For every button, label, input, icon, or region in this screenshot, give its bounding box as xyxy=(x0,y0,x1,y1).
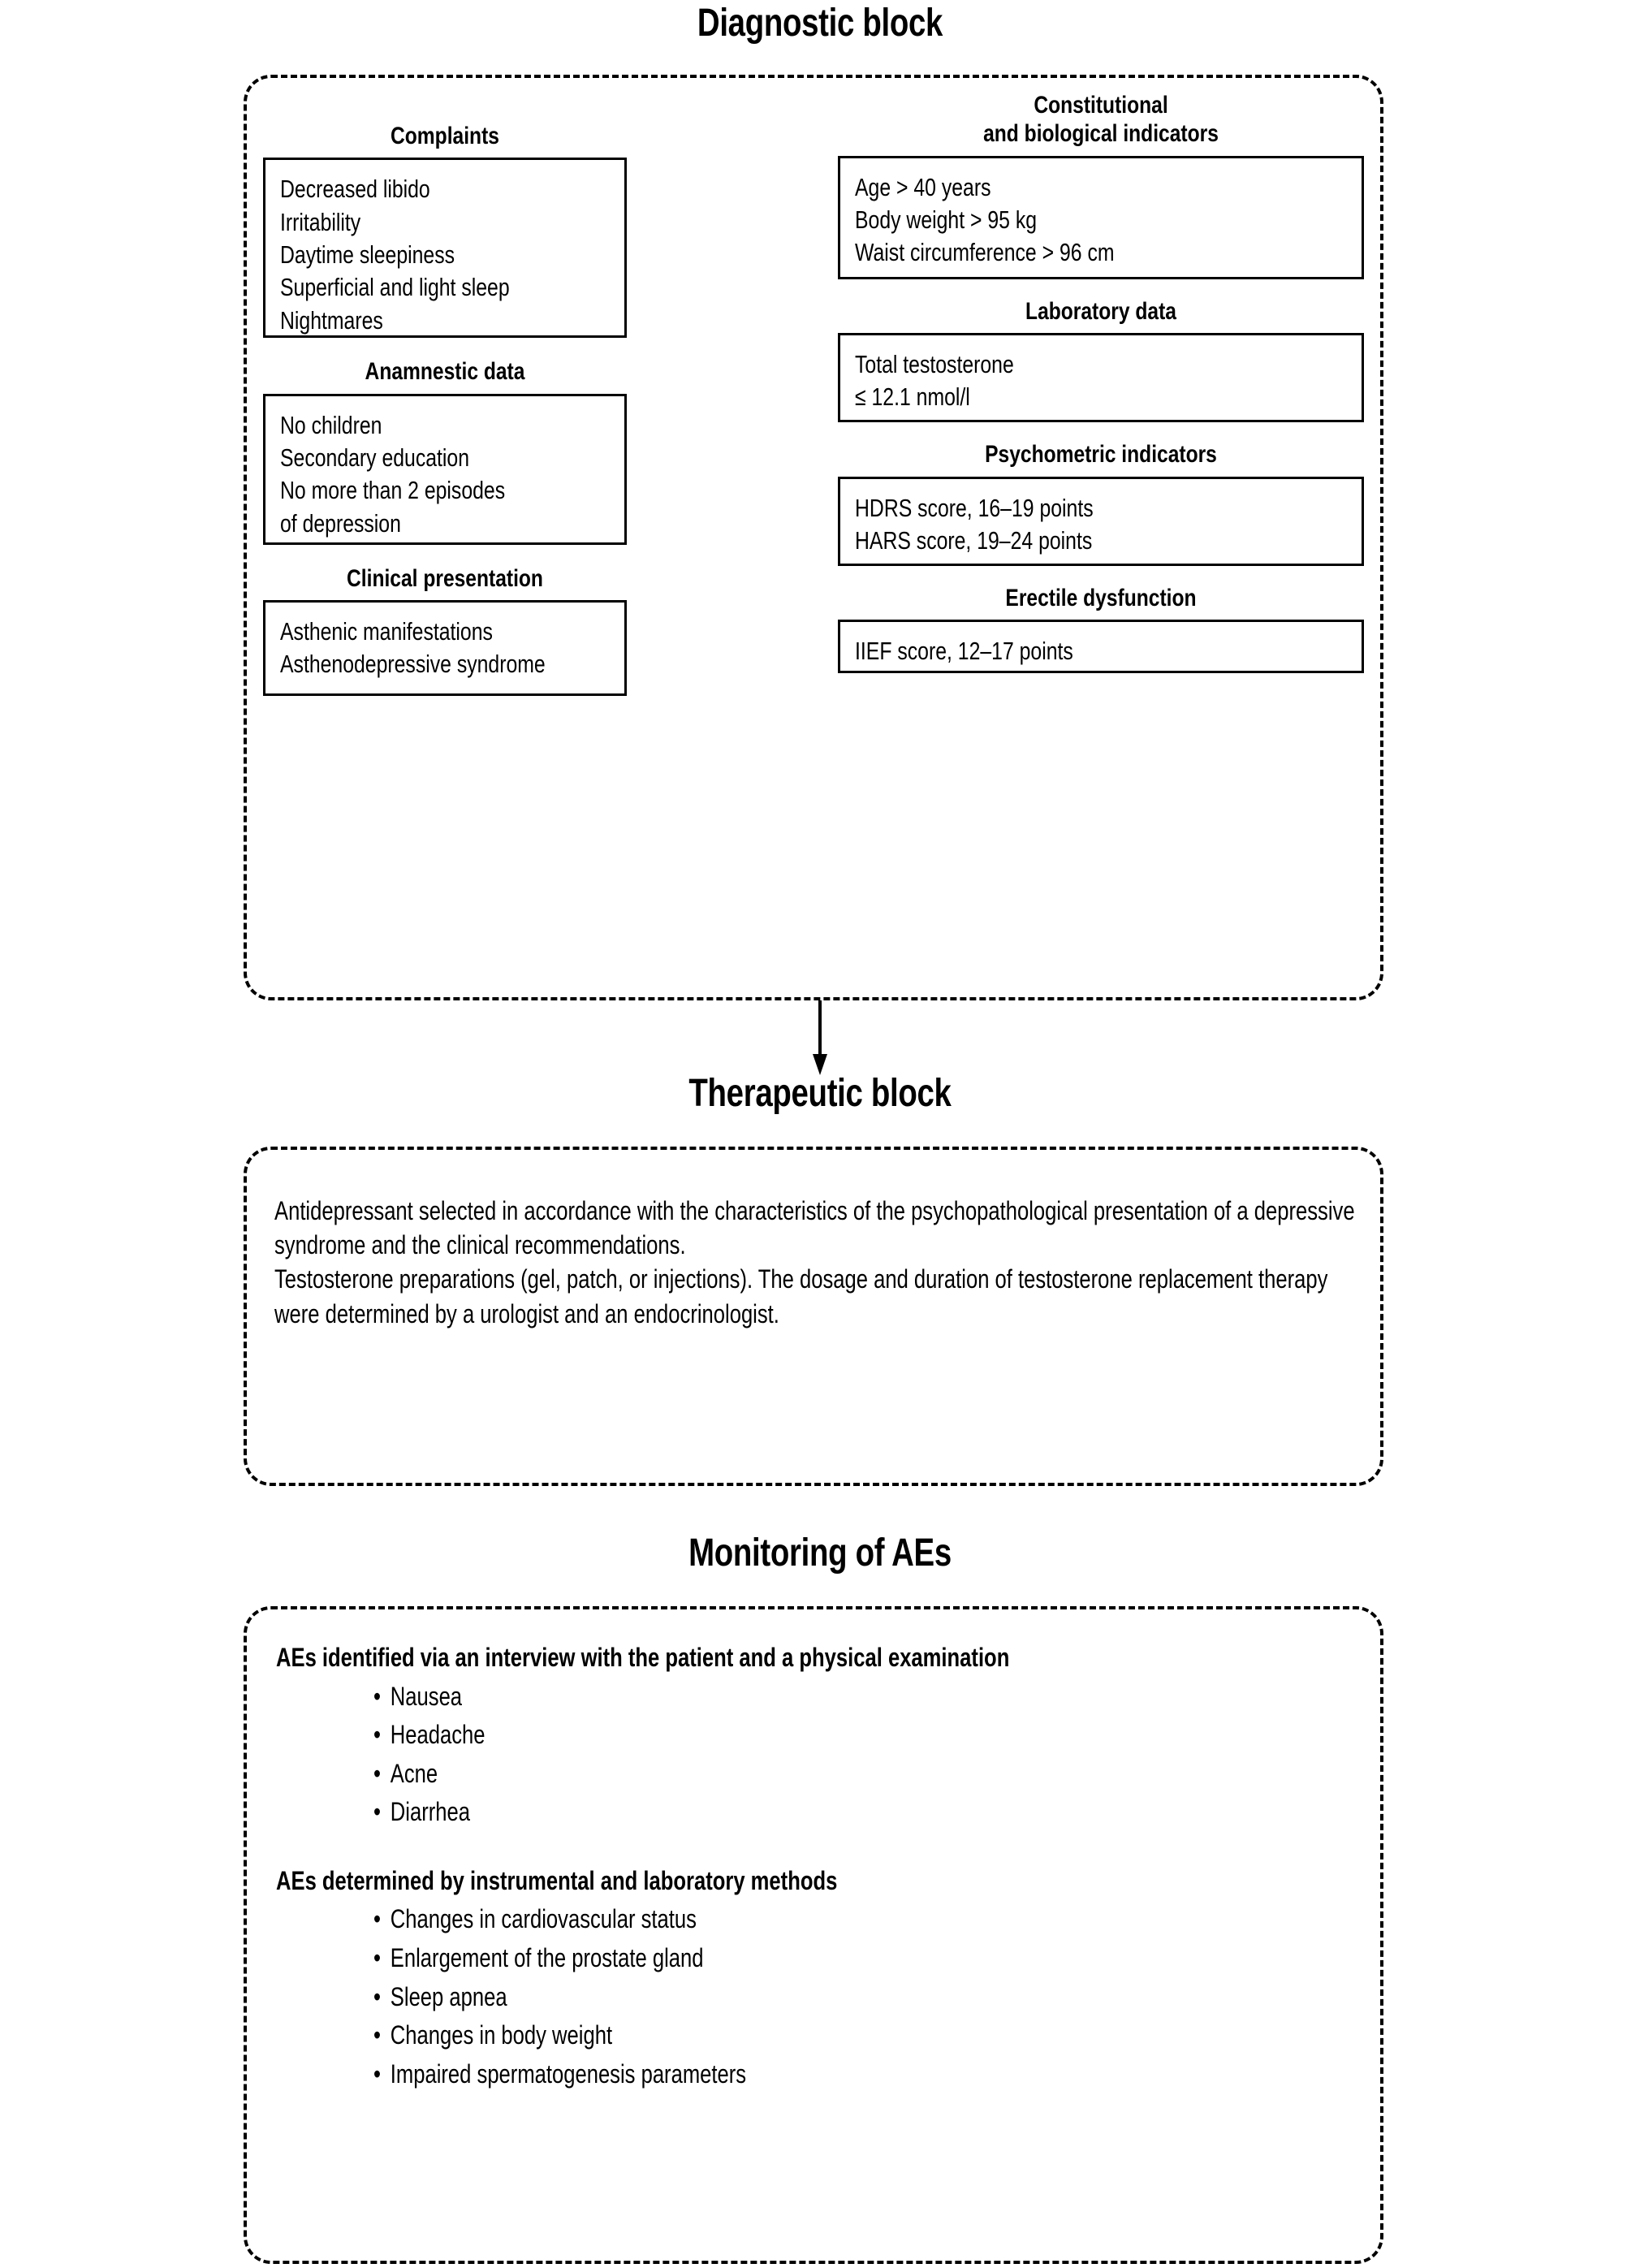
therapeutic-block-container xyxy=(244,1147,1383,1486)
therapeutic-body: Antidepressant selected in accordance wi… xyxy=(274,1194,1362,1331)
group-erectile-dysfunction: Erectile dysfunction IIEF score, 12–17 p… xyxy=(838,584,1364,673)
ae-heading-interview: AEs identified via an interview with the… xyxy=(276,1643,1010,1672)
box-psychometric-indicators: HDRS score, 16–19 points HARS score, 19–… xyxy=(838,476,1364,566)
group-label-psychometric-indicators: Psychometric indicators xyxy=(985,441,1217,469)
ae-group-instrumental: AEs determined by instrumental and labor… xyxy=(276,1864,1364,2092)
monitoring-body: AEs identified via an interview with the… xyxy=(276,1640,1364,2091)
list-item-label: Sleep apnea xyxy=(390,1981,507,2011)
bullet-icon: • xyxy=(373,2058,381,2089)
complaints-item: Superficial and light sleep xyxy=(280,273,510,302)
ae-group-interview: AEs identified via an interview with the… xyxy=(276,1640,1364,1830)
complaints-item: Irritability xyxy=(280,207,361,236)
group-constitutional-indicators: Constitutional and biological indicators… xyxy=(838,91,1364,279)
list-item: • Headache xyxy=(373,1718,1364,1752)
list-item: • Enlargement of the prostate gland xyxy=(373,1942,1364,1976)
box-laboratory-data: Total testosterone ≤ 12.1 nmol/l xyxy=(838,333,1364,423)
monitoring-block-container xyxy=(244,1606,1383,2264)
page-title-monitoring-of-aes: Monitoring of AEs xyxy=(688,1531,952,1575)
laboratory-item: ≤ 12.1 nmol/l xyxy=(855,382,970,412)
down-arrow-icon xyxy=(813,1000,827,1075)
list-item-label: Diarrhea xyxy=(390,1797,470,1827)
list-item: • Diarrhea xyxy=(373,1795,1364,1830)
group-label-constitutional-indicators: Constitutional and biological indicators xyxy=(983,92,1219,148)
anamnestic-item: No more than 2 episodes xyxy=(280,476,506,505)
group-label-laboratory-data: Laboratory data xyxy=(1025,297,1176,325)
ae-list-instrumental: • Changes in cardiovascular status • Enlar… xyxy=(276,1903,1364,2091)
complaints-item: Nightmares xyxy=(280,305,383,335)
list-item: • Changes in body weight xyxy=(373,2019,1364,2053)
anamnestic-item: No children xyxy=(280,410,382,439)
group-label-complaints: Complaints xyxy=(391,123,499,149)
box-clinical-presentation: Asthenic manifestations Asthenodepressiv… xyxy=(263,600,627,697)
therapeutic-paragraph: Antidepressant selected in accordance wi… xyxy=(274,1196,1355,1260)
bullet-icon: • xyxy=(373,2020,381,2050)
bullet-icon: • xyxy=(373,1943,381,1973)
list-item-label: Impaired spermatogenesis parameters xyxy=(390,2058,747,2089)
bullet-icon: • xyxy=(373,1904,381,1934)
erectile-item: IIEF score, 12–17 points xyxy=(855,636,1073,665)
box-complaints: Decreased libido Irritability Daytime sl… xyxy=(263,158,627,339)
diagnostic-right-column: Constitutional and biological indicators… xyxy=(838,91,1364,673)
psychometric-item: HARS score, 19–24 points xyxy=(855,525,1093,555)
page-title-therapeutic-block: Therapeutic block xyxy=(688,1072,952,1115)
group-complaints: Complaints Decreased libido Irritability… xyxy=(263,122,627,339)
list-item: • Impaired spermatogenesis parameters xyxy=(373,2058,1364,2092)
bullet-icon: • xyxy=(373,1681,381,1711)
group-clinical-presentation: Clinical presentation Asthenic manifesta… xyxy=(263,564,627,697)
diagnostic-left-column: Complaints Decreased libido Irritability… xyxy=(263,122,627,697)
list-item: • Nausea xyxy=(373,1680,1364,1714)
bullet-icon: • xyxy=(373,1797,381,1827)
group-label-erectile-dysfunction: Erectile dysfunction xyxy=(1005,584,1197,611)
constitutional-item: Age > 40 years xyxy=(855,172,991,201)
box-erectile-dysfunction: IIEF score, 12–17 points xyxy=(838,619,1364,673)
box-constitutional-indicators: Age > 40 years Body weight > 95 kg Waist… xyxy=(838,155,1364,279)
group-anamnestic-data: Anamnestic data No children Secondary ed… xyxy=(263,357,627,545)
list-item: • Acne xyxy=(373,1757,1364,1791)
list-item: • Changes in cardiovascular status xyxy=(373,1903,1364,1937)
page-title-diagnostic-block: Diagnostic block xyxy=(697,2,943,45)
constitutional-item: Waist circumference > 96 cm xyxy=(855,238,1115,267)
ae-list-interview: • Nausea • Headache • Acne • Diarrhea xyxy=(276,1680,1364,1830)
list-item-label: Headache xyxy=(390,1720,486,1750)
anamnestic-item: of depression xyxy=(280,508,401,538)
list-item-label: Changes in body weight xyxy=(390,2020,613,2050)
clinical-item: Asthenodepressive syndrome xyxy=(280,650,546,679)
bullet-icon: • xyxy=(373,1758,381,1788)
group-laboratory-data: Laboratory data Total testosterone ≤ 12.… xyxy=(838,297,1364,423)
complaints-item: Decreased libido xyxy=(280,175,430,204)
complaints-item: Daytime sleepiness xyxy=(280,240,455,269)
list-item-label: Acne xyxy=(390,1758,438,1788)
group-label-anamnestic-data: Anamnestic data xyxy=(365,358,525,386)
group-label-clinical-presentation: Clinical presentation xyxy=(347,564,543,592)
ae-heading-instrumental: AEs determined by instrumental and labor… xyxy=(276,1865,838,1895)
bullet-icon: • xyxy=(373,1720,381,1750)
anamnestic-item: Secondary education xyxy=(280,443,470,473)
laboratory-item: Total testosterone xyxy=(855,350,1014,379)
list-item: • Sleep apnea xyxy=(373,1981,1364,2015)
list-item-label: Changes in cardiovascular status xyxy=(390,1904,697,1934)
group-psychometric-indicators: Psychometric indicators HDRS score, 16–1… xyxy=(838,440,1364,566)
list-item-label: Nausea xyxy=(390,1681,463,1711)
list-item-label: Enlargement of the prostate gland xyxy=(390,1943,704,1973)
constitutional-item: Body weight > 95 kg xyxy=(855,205,1038,235)
psychometric-item: HDRS score, 16–19 points xyxy=(855,493,1094,522)
therapeutic-paragraph: Testosterone preparations (gel, patch, o… xyxy=(274,1264,1328,1328)
clinical-item: Asthenic manifestations xyxy=(280,617,493,646)
bullet-icon: • xyxy=(373,1981,381,2011)
box-anamnestic-data: No children Secondary education No more … xyxy=(263,393,627,545)
